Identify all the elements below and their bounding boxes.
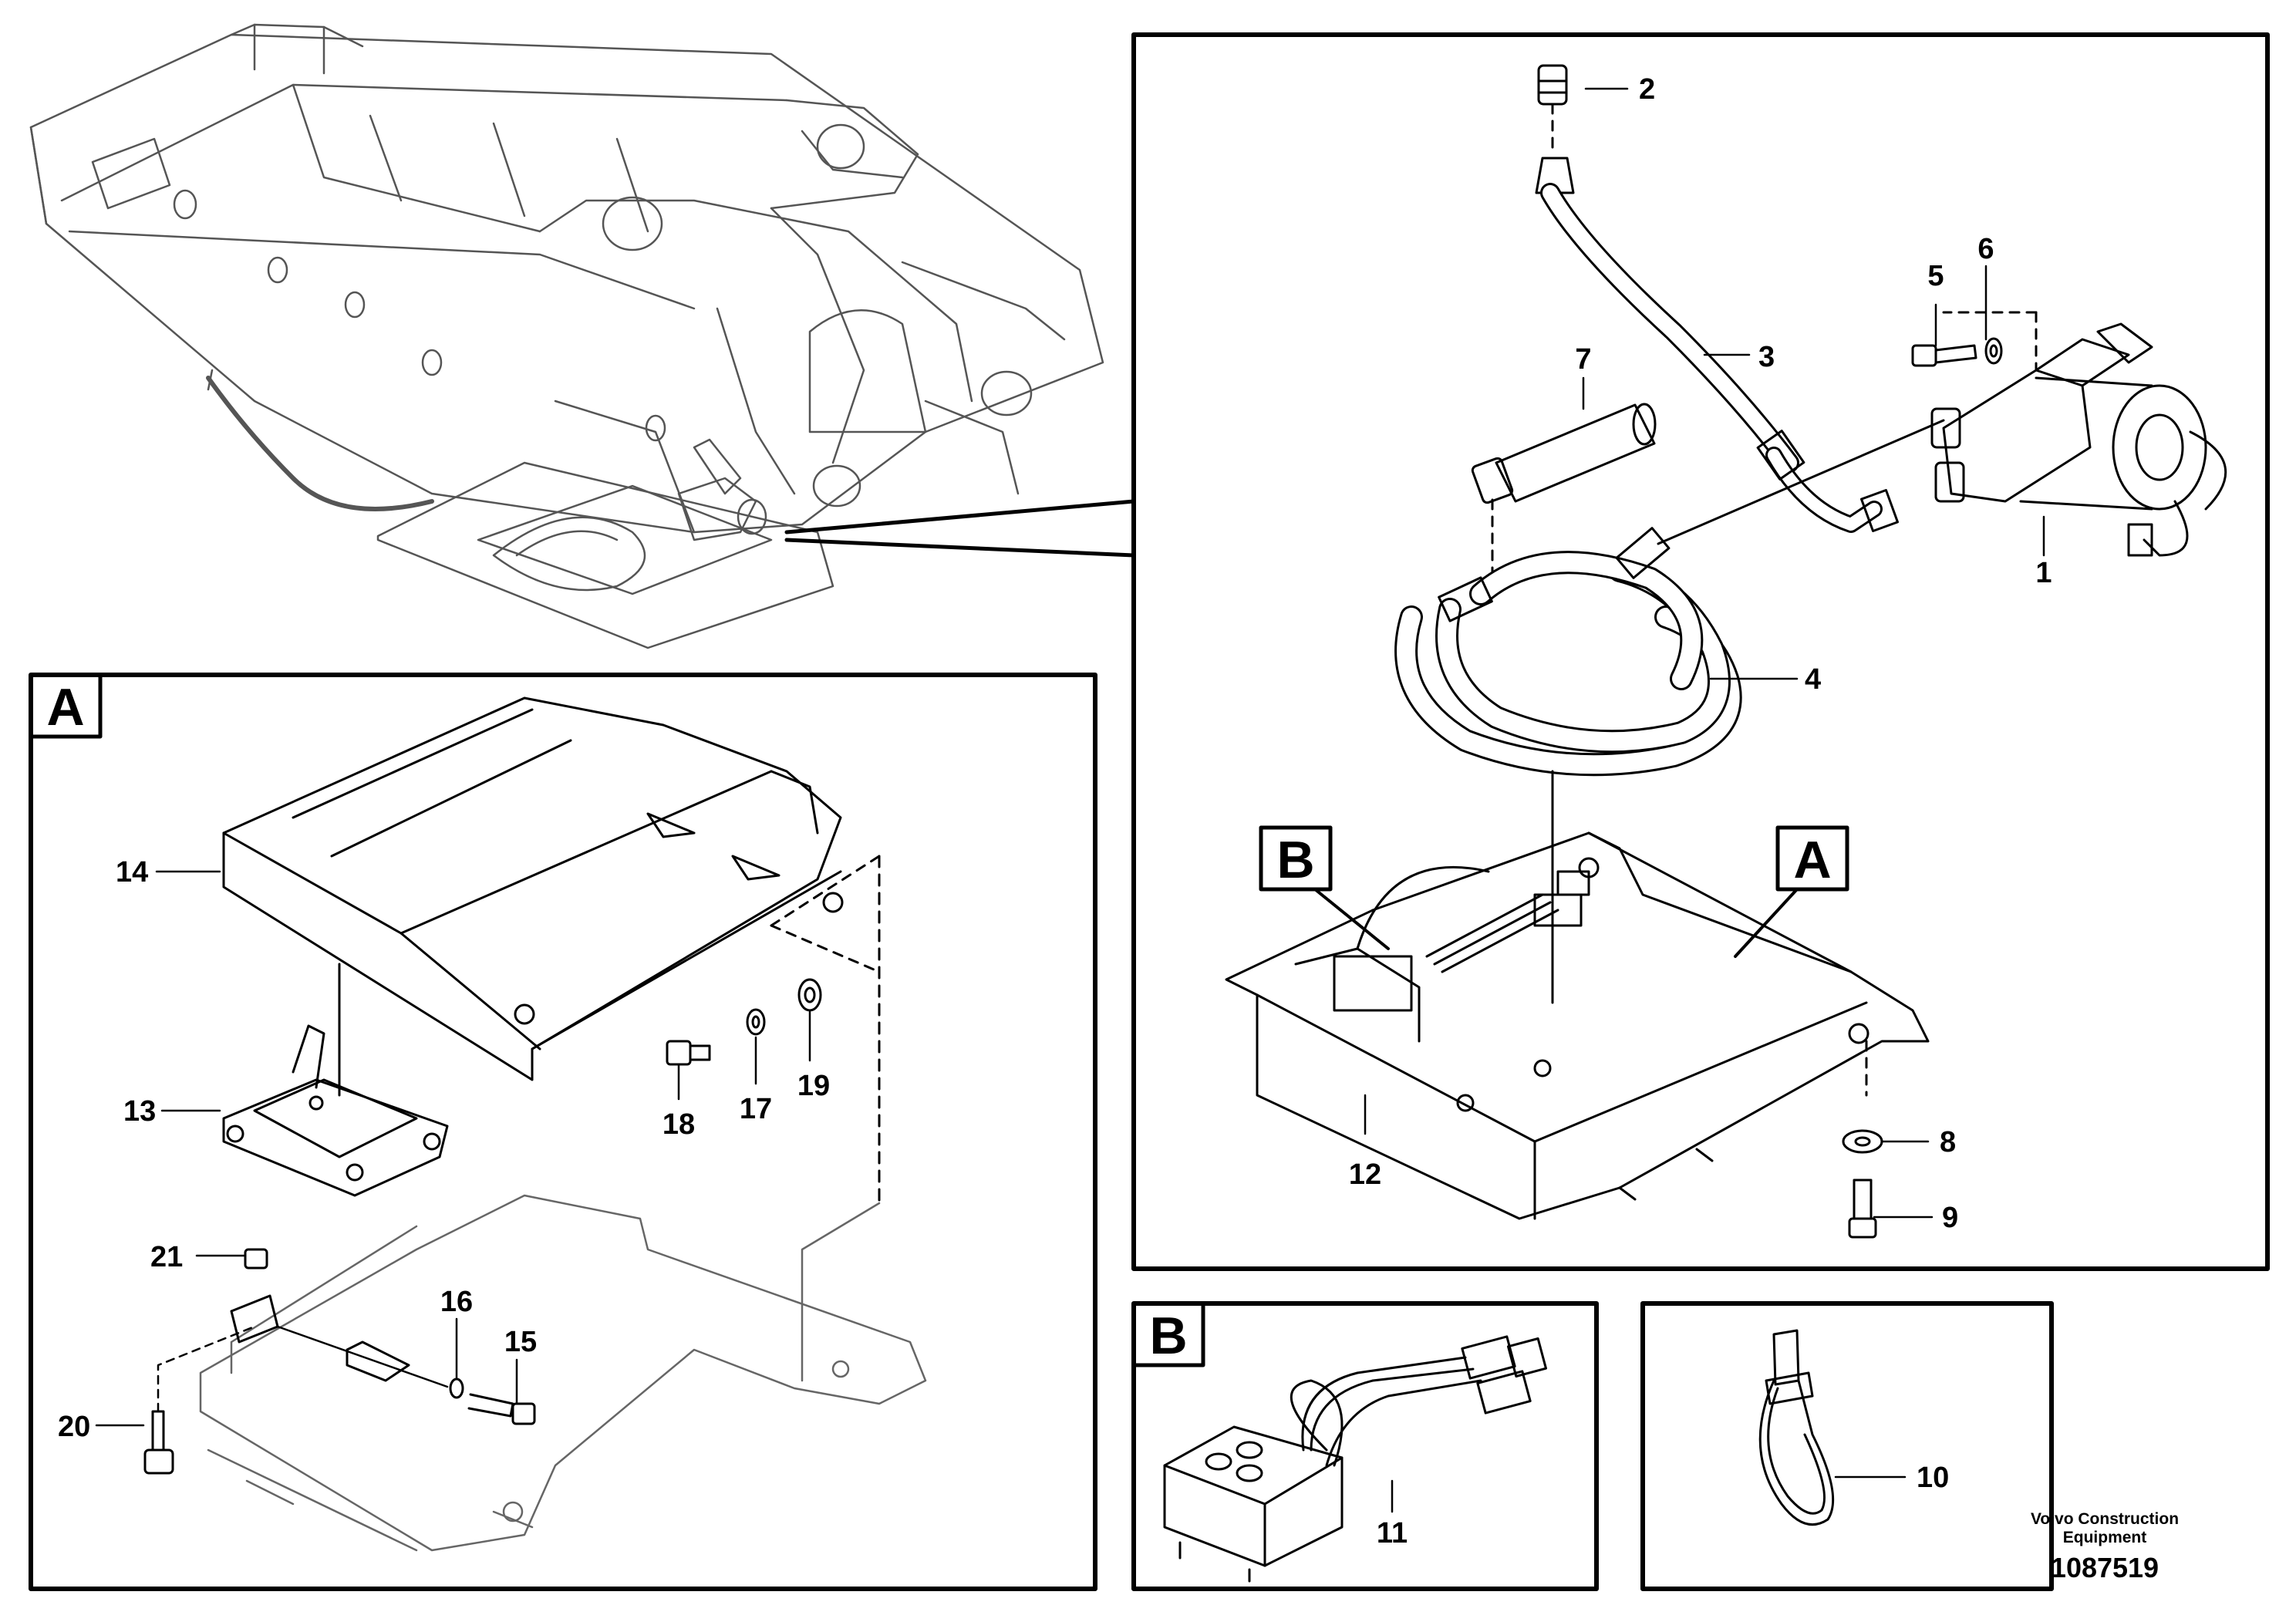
- callout-10: 10: [1917, 1462, 1949, 1494]
- bolt-part-5: [1911, 344, 1977, 367]
- ref-b-letter: B: [1276, 831, 1314, 889]
- detail-b-letter: B: [1149, 1307, 1187, 1365]
- bolt-part-9: [1848, 1179, 1877, 1239]
- lower-bracket: [199, 1194, 927, 1552]
- callout-13: 13: [123, 1095, 156, 1128]
- detail-b-frame: [1131, 1301, 1599, 1591]
- detail-b-letter-box: [1131, 1301, 1205, 1367]
- callout-21: 21: [150, 1241, 183, 1273]
- detail-a-frame: [29, 673, 1097, 1591]
- bracket-clip: [230, 1294, 410, 1382]
- callout-18: 18: [663, 1108, 695, 1141]
- callout-4: 4: [1805, 663, 1821, 696]
- callout-20: 20: [58, 1411, 90, 1443]
- fitting-part-2: [1537, 64, 1568, 156]
- bolt-part-15: [467, 1393, 536, 1425]
- ref-a-box: [1775, 825, 1849, 892]
- brand-block: Volvo Construction Equipment 1087519: [1989, 1510, 2220, 1584]
- callout-6: 6: [1977, 233, 1994, 265]
- tray-part-14: [222, 696, 881, 1205]
- callout-12: 12: [1349, 1158, 1381, 1191]
- callout-8: 8: [1940, 1126, 1956, 1158]
- callout-7: 7: [1575, 343, 1591, 376]
- callout-16: 16: [440, 1286, 473, 1318]
- callout-9: 9: [1942, 1202, 1958, 1234]
- washer-part-16: [449, 1378, 464, 1399]
- callout-15: 15: [504, 1326, 537, 1358]
- detail-a-letter: A: [46, 678, 84, 737]
- detail-10-frame: [1640, 1301, 2054, 1591]
- callout-2: 2: [1639, 73, 1655, 106]
- callout-17: 17: [740, 1093, 772, 1125]
- washer-part-17: [746, 1008, 766, 1036]
- harness-part-11: [1163, 1335, 1547, 1583]
- callout-19: 19: [797, 1070, 830, 1102]
- ref-a-letter: A: [1793, 831, 1831, 889]
- callout-5: 5: [1927, 260, 1944, 292]
- frame-overview: [29, 23, 1104, 649]
- cable-tie-part-10: [1758, 1329, 1835, 1526]
- cable-part-4: [1394, 419, 1945, 777]
- detail-a-letter-box: [29, 673, 103, 739]
- washer-part-6: [1984, 337, 2003, 365]
- main-detail-frame: [1131, 32, 2270, 1271]
- brand-line-1: Volvo Construction: [2030, 1510, 2180, 1528]
- callout-3: 3: [1758, 341, 1775, 373]
- hose-part-3: [1535, 157, 1899, 533]
- tray-part-12: [1225, 831, 1930, 1220]
- bolt-part-18: [666, 1040, 711, 1066]
- nut-part-21: [244, 1248, 268, 1270]
- screw-part-20: [143, 1410, 174, 1475]
- callout-14: 14: [116, 856, 148, 889]
- document-number: 1087519: [2050, 1552, 2159, 1583]
- callout-1: 1: [2035, 557, 2052, 589]
- callout-11: 11: [1377, 1517, 1408, 1549]
- switch-part-13: [222, 1024, 449, 1197]
- ref-b-box: [1259, 825, 1333, 892]
- washer-part-19: [797, 978, 822, 1012]
- brand-line-2: Equipment: [2062, 1529, 2147, 1546]
- washer-part-8: [1842, 1129, 1883, 1154]
- pump-part-1: [1930, 311, 2227, 557]
